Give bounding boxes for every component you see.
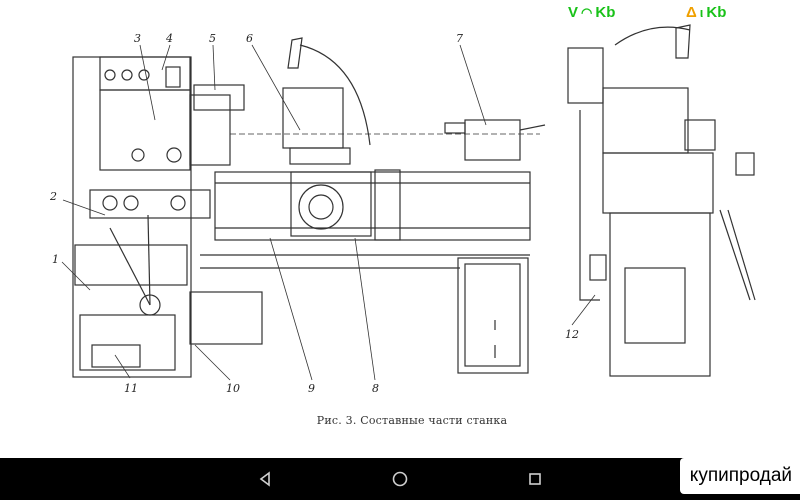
callout-1: 1 (52, 253, 59, 266)
figure-caption-text: Рис. 3. Составные части станка (316, 414, 508, 427)
callout-7: 7 (456, 32, 463, 45)
callout-3: 3 (134, 32, 141, 45)
status-left: V◠Kb (568, 4, 615, 21)
back-button[interactable] (235, 458, 295, 500)
back-icon (259, 471, 270, 487)
delta-icon: Δ (686, 4, 697, 21)
watermark: купипродай (679, 458, 800, 494)
callout-2: 2 (49, 190, 57, 203)
android-nav-bar (0, 458, 800, 500)
signal-icon: ι (699, 5, 704, 20)
kb-label: Kb (595, 4, 616, 21)
figure-caption: Рис. 3. Составные части станка (0, 414, 800, 427)
v-icon: V (568, 4, 579, 21)
callout-4: 4 (165, 32, 173, 45)
lathe-drawing: 3 4 5 6 7 2 1 11 10 9 8 12 (49, 24, 756, 395)
kb-label-right: Kb (706, 4, 727, 21)
headstock-body (72, 56, 192, 378)
callout-11: 11 (124, 382, 138, 395)
callout-9: 9 (308, 382, 315, 395)
wifi-icon: ◠ (581, 5, 593, 20)
callout-8: 8 (372, 382, 379, 395)
callout-6: 6 (246, 32, 253, 45)
recents-button[interactable] (505, 458, 565, 500)
recents-icon (529, 473, 541, 485)
callout-5: 5 (209, 32, 216, 45)
home-icon (392, 471, 408, 487)
callout-10: 10 (226, 382, 240, 395)
home-button[interactable] (370, 458, 430, 500)
callout-12: 12 (565, 328, 579, 341)
